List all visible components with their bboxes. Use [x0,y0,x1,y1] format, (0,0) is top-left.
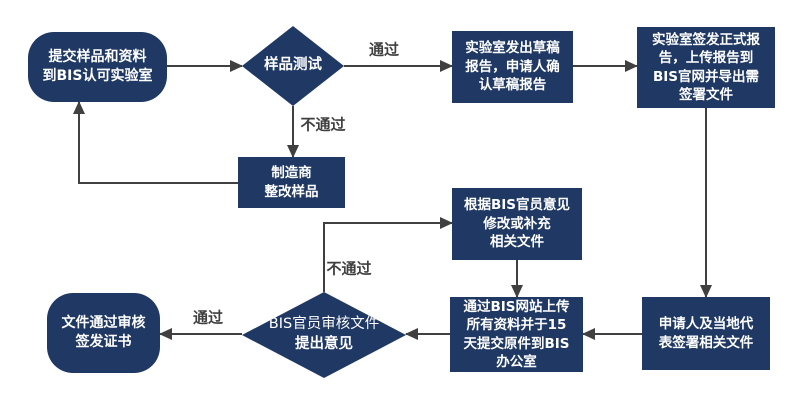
node-bis-review-decision-line: BIS官员审核文件 [268,316,380,333]
node-manufacturer-rectify-line: 整改样品 [264,183,319,200]
node-revise-documents-line: 修改或补充 [483,215,551,232]
edge-label-test-fail: 不通过 [300,115,346,134]
node-draft-report: 实验室发出草稿报告，申请人确认草稿报告 [452,31,573,103]
node-formal-report-line: 告，上传报告到 [658,50,754,67]
node-revise-documents-line: 根据BIS官员意见 [463,197,571,214]
node-submit-samples-line: 到BIS认可实验室 [42,68,153,84]
node-sample-test-decision-line: 样品测试 [264,57,322,74]
node-revise-documents: 根据BIS官员意见修改或补充相关文件 [452,188,582,260]
edge-label-review-pass: 通过 [192,308,224,327]
node-sign-documents: 申请人及当地代表签署相关文件 [642,297,770,370]
node-submit-samples: 提交样品和资料到BIS认可实验室 [28,32,167,102]
node-sign-documents-line: 表签署相关文件 [658,334,754,351]
node-formal-report-line: 签署文件 [679,86,733,103]
node-draft-report-line: 报告，申请人确 [465,58,560,75]
node-certificate-issued-line: 签发证书 [75,334,132,350]
node-formal-report-line: BIS官网并导出需 [652,68,760,85]
node-certificate-issued: 文件通过审核签发证书 [47,293,160,373]
node-formal-report-line: 实验室签发正式报 [652,31,760,48]
edge-label-review-fail: 不通过 [326,259,372,278]
node-revise-documents-line: 相关文件 [490,234,544,251]
edge-review-fail [323,217,453,292]
node-manufacturer-rectify: 制造商整改样品 [238,157,345,208]
edge-label-test-pass: 通过 [368,40,400,59]
node-draft-report-line: 实验室发出草稿 [465,40,560,57]
node-upload-documents-line: 办公室 [496,353,537,370]
node-upload-documents-line: 天提交原件到BIS [463,335,570,352]
node-draft-report-line: 认草稿报告 [478,77,547,94]
edge-rectify-to-submit [73,101,238,184]
node-certificate-issued-line: 文件通过审核 [61,314,146,331]
node-upload-documents-line: 通过BIS网站上传 [463,298,570,315]
node-manufacturer-rectify-line: 制造商 [271,165,312,182]
node-submit-samples-line: 提交样品和资料 [48,48,147,65]
node-bis-review-decision-line: 提出意见 [295,336,353,352]
node-upload-documents-line: 所有资料并于15 [466,317,567,334]
node-sign-documents-line: 申请人及当地代 [658,316,754,333]
